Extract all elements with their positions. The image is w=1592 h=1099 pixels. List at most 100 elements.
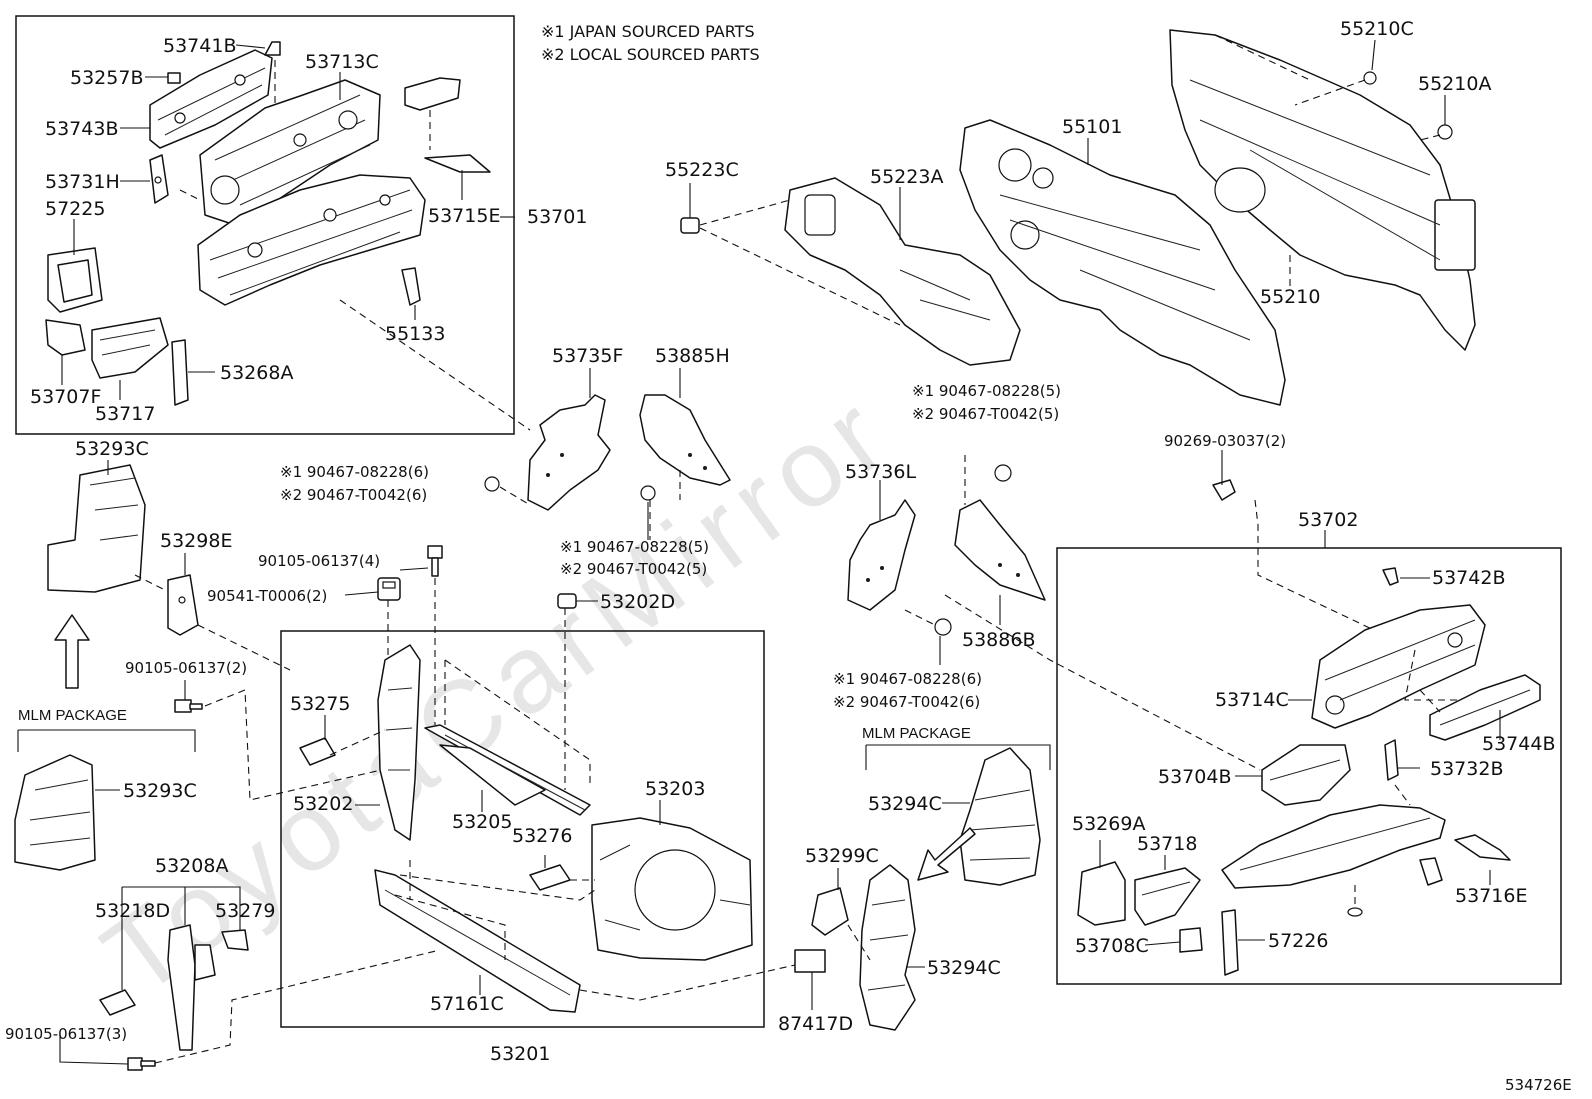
part-87417D-drawing — [794, 949, 826, 973]
part-53279-drawing — [221, 929, 249, 951]
label-clip-d-local: ※2 90467-T0042(6) — [833, 693, 980, 711]
label-53293C-upper: 53293C — [75, 438, 149, 460]
part-53736L-drawing — [847, 499, 916, 611]
part-53257B-drawing — [167, 72, 181, 84]
part-53268A-drawing — [171, 339, 189, 406]
label-clip-d-japan: ※1 90467-08228(6) — [833, 670, 982, 688]
part-53743B-drawing — [149, 49, 273, 149]
part-53735F-drawing — [527, 394, 611, 511]
part-53294C-drawing — [859, 864, 916, 1031]
part-57161C-drawing — [374, 869, 581, 1013]
label-90269-03037-2: 90269-03037(2) — [1164, 432, 1286, 450]
label-mlm-package-right: MLM PACKAGE — [862, 725, 971, 742]
part-53886B-drawing — [954, 499, 1046, 601]
part-55101-drawing — [959, 119, 1286, 406]
part-53707F-drawing — [45, 319, 86, 356]
note-local-sourced: ※2 LOCAL SOURCED PARTS — [541, 45, 760, 64]
label-55133: 55133 — [385, 323, 445, 345]
label-53718: 53718 — [1137, 833, 1197, 855]
part-53218D-drawing — [99, 989, 136, 1016]
label-53257B: 53257B — [70, 67, 143, 89]
label-55210A: 55210A — [1418, 73, 1491, 95]
part-53203-drawing — [591, 817, 753, 961]
label-53732B: 53732B — [1430, 758, 1503, 780]
part-55223A-drawing — [784, 177, 1021, 366]
label-53275: 53275 — [290, 693, 350, 715]
label-clip-b-japan: ※1 90467-08228(5) — [560, 538, 709, 556]
label-53299C: 53299C — [805, 845, 879, 867]
group-frame-53201 — [280, 630, 765, 1028]
label-53268A: 53268A — [220, 362, 293, 384]
label-53716E: 53716E — [1455, 885, 1527, 907]
label-90105-06137-3: 90105-06137(3) — [5, 1025, 127, 1043]
label-53885H: 53885H — [655, 345, 730, 367]
part-53742B-drawing — [1382, 567, 1399, 586]
part-53885H-drawing — [639, 394, 731, 486]
label-53708C: 53708C — [1075, 935, 1149, 957]
part-53718-drawing — [1134, 867, 1201, 926]
label-53208A: 53208A — [155, 855, 228, 877]
part-53299C-drawing — [811, 887, 849, 936]
label-53702: 53702 — [1298, 509, 1358, 531]
part-55133-drawing — [401, 267, 421, 306]
part-53275-drawing — [299, 737, 336, 766]
label-57161C: 57161C — [430, 993, 504, 1015]
label-87417D: 87417D — [778, 1013, 853, 1035]
part-53294C-mlm-drawing — [959, 747, 1041, 886]
part-53701-apron-drawing — [197, 174, 426, 306]
label-53704B: 53704B — [1158, 766, 1231, 788]
label-clip-a-local: ※2 90467-T0042(6) — [280, 486, 427, 504]
part-53202-drawing — [377, 644, 421, 841]
label-57225: 57225 — [45, 198, 105, 220]
part-57226-drawing — [1221, 909, 1239, 976]
part-53293C-mlm-drawing — [14, 754, 96, 871]
label-53717: 53717 — [95, 403, 155, 425]
label-53744B: 53744B — [1482, 733, 1555, 755]
part-53716E-drawing — [1419, 834, 1511, 886]
label-53203: 53203 — [645, 778, 705, 800]
label-clip-c-japan: ※1 90467-08228(5) — [912, 382, 1061, 400]
bolt-90105-lower — [127, 1057, 156, 1071]
label-53742B: 53742B — [1432, 567, 1505, 589]
clip-b — [640, 485, 656, 501]
label-mlm-package-left: MLM PACKAGE — [18, 707, 127, 724]
part-90541-grommet — [377, 577, 401, 601]
clip-c — [994, 464, 1012, 482]
label-53741B: 53741B — [163, 35, 236, 57]
part-53293C-upper-drawing — [47, 464, 146, 593]
label-53707F: 53707F — [30, 386, 101, 408]
label-53886B: 53886B — [962, 629, 1035, 651]
part-53205-drawing — [424, 724, 591, 816]
part-53276-drawing — [529, 864, 571, 891]
clip-a — [484, 476, 500, 492]
label-55210: 55210 — [1260, 286, 1320, 308]
label-53293C-lower: 53293C — [123, 780, 197, 802]
label-57226: 57226 — [1268, 930, 1328, 952]
label-90541-T0006-2: 90541-T0006(2) — [207, 587, 327, 605]
label-53298E: 53298E — [160, 530, 232, 552]
group-frame-53702 — [1056, 547, 1562, 985]
label-53701: 53701 — [527, 206, 587, 228]
label-53205: 53205 — [452, 811, 512, 833]
label-clip-b-local: ※2 90467-T0042(5) — [560, 560, 707, 578]
part-stud — [1347, 907, 1363, 917]
label-53715E: 53715E — [428, 205, 500, 227]
part-53716-wheelhouse-drawing — [1221, 804, 1446, 889]
note-japan-sourced: ※1 JAPAN SOURCED PARTS — [541, 22, 755, 41]
label-53714C: 53714C — [1215, 689, 1289, 711]
label-53202D: 53202D — [600, 591, 675, 613]
label-53269A: 53269A — [1072, 813, 1145, 835]
part-53269A-drawing — [1077, 861, 1126, 926]
part-55210-drawing — [1169, 29, 1476, 351]
clip-d — [934, 618, 952, 636]
part-90269-clip — [1212, 479, 1236, 501]
label-53713C: 53713C — [305, 51, 379, 73]
label-53294C-mlm: 53294C — [868, 793, 942, 815]
arrow-down-left — [917, 827, 976, 881]
part-53732B-drawing — [1384, 739, 1399, 781]
label-53743B: 53743B — [45, 118, 118, 140]
part-53202D-clip — [557, 593, 577, 609]
part-53208A-drawing — [167, 924, 216, 1051]
label-55223C: 55223C — [665, 159, 739, 181]
